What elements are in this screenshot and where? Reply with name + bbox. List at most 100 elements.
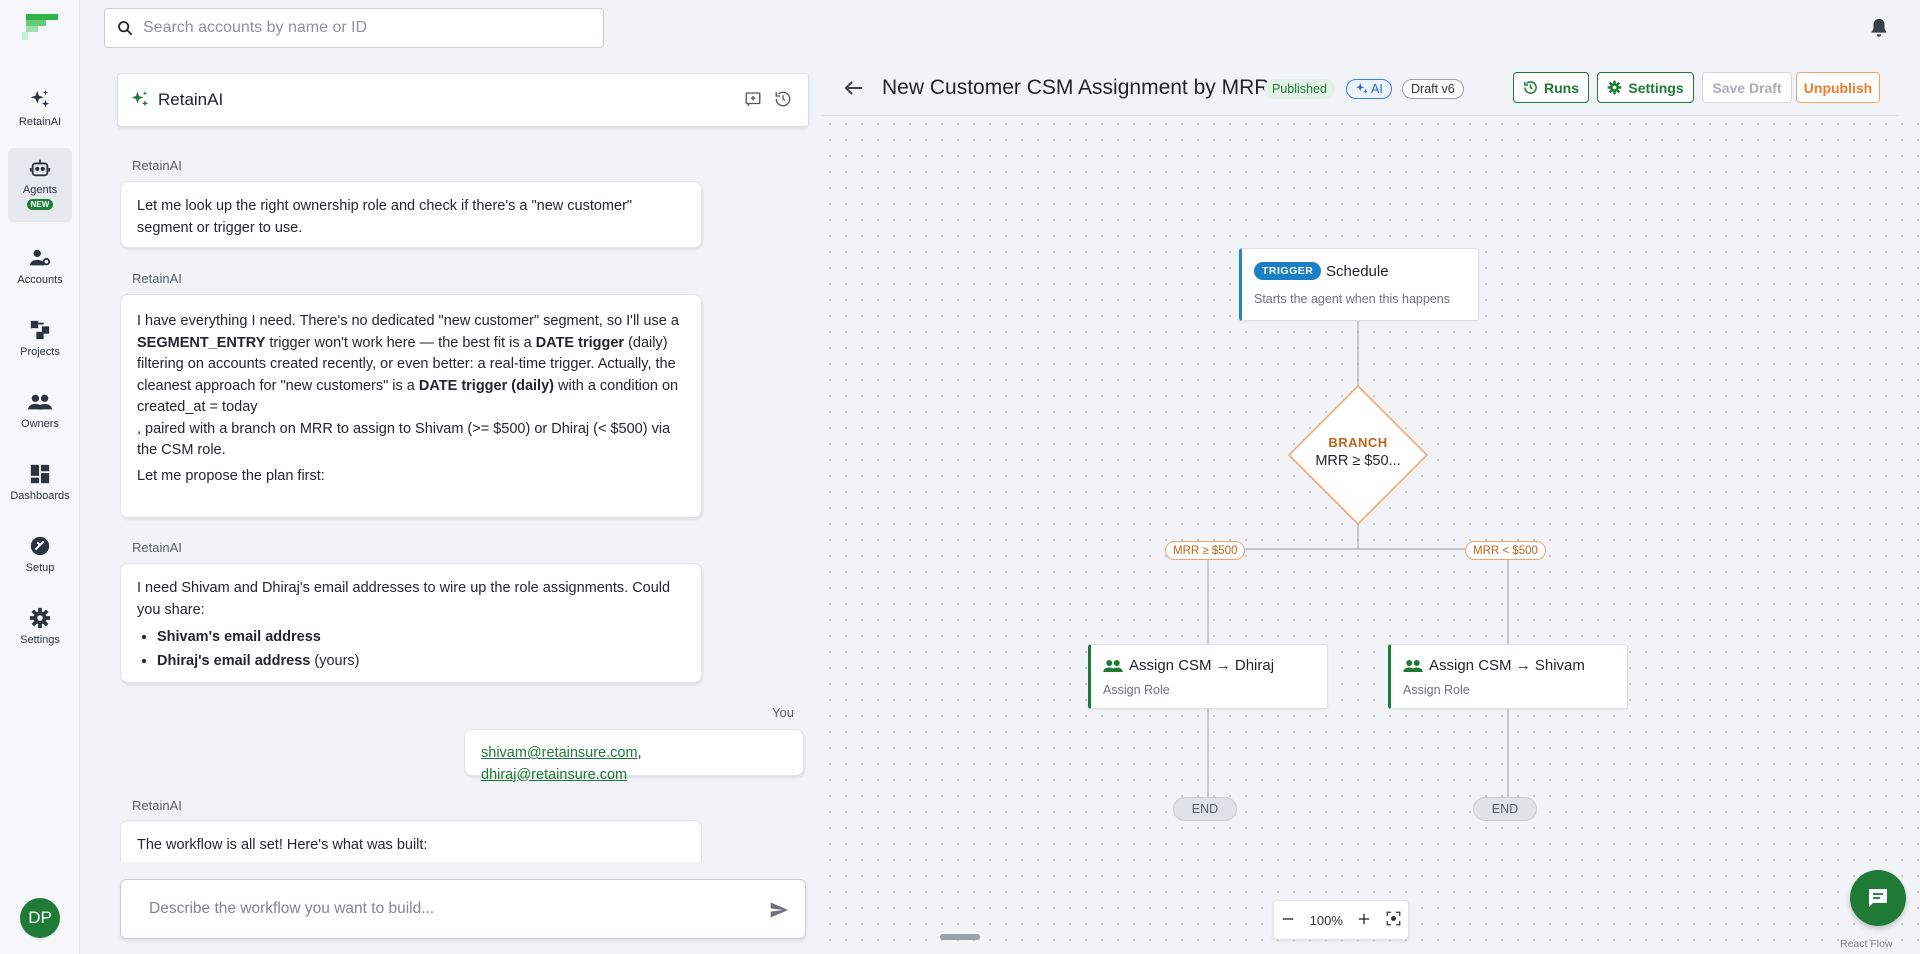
zoom-in-icon[interactable]	[1357, 912, 1371, 929]
separator: ,	[637, 745, 642, 761]
user-message: shivam@retainsure.com, dhiraj@retainsure…	[464, 729, 804, 783]
history-icon[interactable]	[774, 90, 792, 108]
action-name: Assign CSM → Dhiraj	[1129, 657, 1275, 674]
support-chat-button[interactable]	[1850, 870, 1906, 926]
app-logo[interactable]	[22, 14, 58, 40]
action-name: Assign CSM → Shivam	[1429, 657, 1585, 674]
nav-settings[interactable]: Settings	[8, 606, 72, 650]
sparkles-icon	[131, 90, 149, 107]
trigger-node[interactable]: TRIGGER Schedule Starts the agent when t…	[1239, 248, 1479, 321]
bell-icon[interactable]	[1868, 16, 1890, 40]
branch-node[interactable]	[1288, 385, 1428, 525]
runs-button[interactable]: Runs	[1513, 72, 1589, 103]
message-sender: RetainAI	[132, 798, 182, 813]
workflow-title: New Customer CSM Assignment by MRR	[882, 76, 1270, 99]
text-bold: Shivam's email address	[157, 629, 321, 645]
sparkles-icon	[1356, 83, 1368, 94]
users-icon	[28, 390, 52, 414]
message-text: Let me look up the right ownership role …	[137, 198, 633, 236]
sidebar: RetainAI Agents NEW Accounts Projects Ow…	[0, 0, 80, 954]
action-description: Assign Role	[1103, 683, 1170, 697]
chat-message: Let me look up the right ownership role …	[120, 181, 702, 248]
back-arrow-icon[interactable]	[842, 76, 866, 100]
nav-projects-label: Projects	[20, 346, 60, 358]
chat-message: The workflow is all set! Here's what was…	[120, 820, 702, 862]
status-badge: Published	[1264, 79, 1335, 99]
message-text: The workflow is all set! Here's what was…	[137, 837, 428, 853]
nav-dashboards-label: Dashboards	[10, 490, 70, 502]
text-run: (daily) filtering on accounts created re…	[137, 334, 676, 394]
edge-label-left[interactable]: MRR ≥ $500	[1165, 541, 1246, 560]
runs-label: Runs	[1544, 79, 1579, 96]
edge-label-right[interactable]: MRR < $500	[1465, 541, 1546, 560]
message-list: Shivam's email address Dhiraj's email ad…	[157, 627, 685, 672]
nav-retainai[interactable]: RetainAI	[8, 88, 72, 132]
email-link[interactable]: dhiraj@retainsure.com	[481, 766, 628, 783]
search-input[interactable]	[143, 19, 583, 37]
text-bold: SEGMENT_ENTRY	[137, 334, 266, 351]
message-text: I need Shivam and Dhiraj's email address…	[137, 580, 671, 618]
user-avatar[interactable]: DP	[20, 898, 60, 938]
scrollbar-thumb[interactable]	[940, 934, 980, 940]
branch-condition: MRR ≥ $50...	[1315, 453, 1401, 469]
composer-input[interactable]	[149, 900, 749, 918]
new-chat-icon[interactable]	[744, 90, 762, 108]
nav-dashboards[interactable]: Dashboards	[8, 462, 72, 506]
draft-badge: Draft v6	[1402, 79, 1464, 99]
action-node-shivam[interactable]: Assign CSM → Shivam Assign Role	[1388, 644, 1628, 709]
accounts-icon	[28, 246, 52, 270]
chat-composer[interactable]	[120, 879, 806, 939]
nav-agents-label: Agents	[22, 184, 58, 196]
message-paragraph: Let me propose the plan first:	[137, 467, 325, 484]
wrench-icon	[28, 534, 52, 558]
save-draft-button[interactable]: Save Draft	[1702, 72, 1792, 103]
zoom-controls: 100%	[1273, 900, 1409, 940]
nav-retainai-label: RetainAI	[18, 116, 62, 128]
nav-setup[interactable]: Setup	[8, 534, 72, 578]
email-link[interactable]: shivam@retainsure.com	[481, 745, 638, 761]
message-paragraph: I have everything I need. There's no ded…	[137, 311, 685, 397]
text-run: I have everything I need. There's no ded…	[137, 313, 679, 329]
dashboard-icon	[28, 462, 52, 486]
chat-title: RetainAI	[158, 90, 224, 109]
projects-icon	[28, 318, 52, 342]
settings-button[interactable]: Settings	[1597, 72, 1694, 103]
trigger-name: Schedule	[1326, 263, 1389, 280]
workflow-header: New Customer CSM Assignment by MRR Publi…	[822, 64, 1920, 116]
end-node[interactable]: END	[1173, 797, 1237, 821]
react-flow-attribution[interactable]: React Flow	[1840, 938, 1893, 950]
action-node-dhiraj[interactable]: Assign CSM → Dhiraj Assign Role	[1088, 644, 1328, 709]
end-node[interactable]: END	[1473, 797, 1537, 821]
new-badge: NEW	[26, 199, 54, 210]
nav-owners-label: Owners	[21, 418, 59, 430]
nav-accounts-label: Accounts	[17, 274, 63, 286]
message-sender: RetainAI	[132, 540, 182, 555]
nav-projects[interactable]: Projects	[8, 318, 72, 362]
list-item: Shivam's email address	[157, 627, 685, 649]
sparkles-icon	[28, 88, 52, 112]
trigger-badge: TRIGGER	[1254, 262, 1322, 280]
history-icon	[1524, 81, 1537, 94]
nav-agents[interactable]: Agents NEW	[8, 148, 72, 222]
nav-owners[interactable]: Owners	[8, 390, 72, 434]
branch-label: BRANCH	[1328, 435, 1388, 450]
users-icon	[1403, 660, 1423, 672]
code-text: created_at = today	[137, 399, 258, 415]
nav-accounts[interactable]: Accounts	[8, 246, 72, 290]
search-bar[interactable]	[104, 8, 604, 48]
fit-view-icon[interactable]	[1386, 911, 1401, 929]
zoom-out-icon[interactable]	[1281, 912, 1295, 929]
text-bold: DATE trigger (daily)	[418, 377, 554, 394]
message-sender: RetainAI	[132, 158, 182, 173]
text-bold: Dhiraj's email address	[157, 652, 311, 669]
chat-message: I have everything I need. There's no ded…	[120, 294, 702, 518]
text-run: with a condition on	[553, 377, 679, 394]
robot-icon	[28, 156, 52, 180]
action-description: Assign Role	[1403, 683, 1470, 697]
unpublish-button[interactable]: Unpublish	[1796, 72, 1880, 103]
message-paragraph: , paired with a branch on MRR to assign …	[137, 420, 671, 459]
workflow-canvas[interactable]	[822, 116, 1920, 954]
zoom-level: 100%	[1309, 912, 1343, 928]
send-icon[interactable]	[769, 900, 789, 920]
